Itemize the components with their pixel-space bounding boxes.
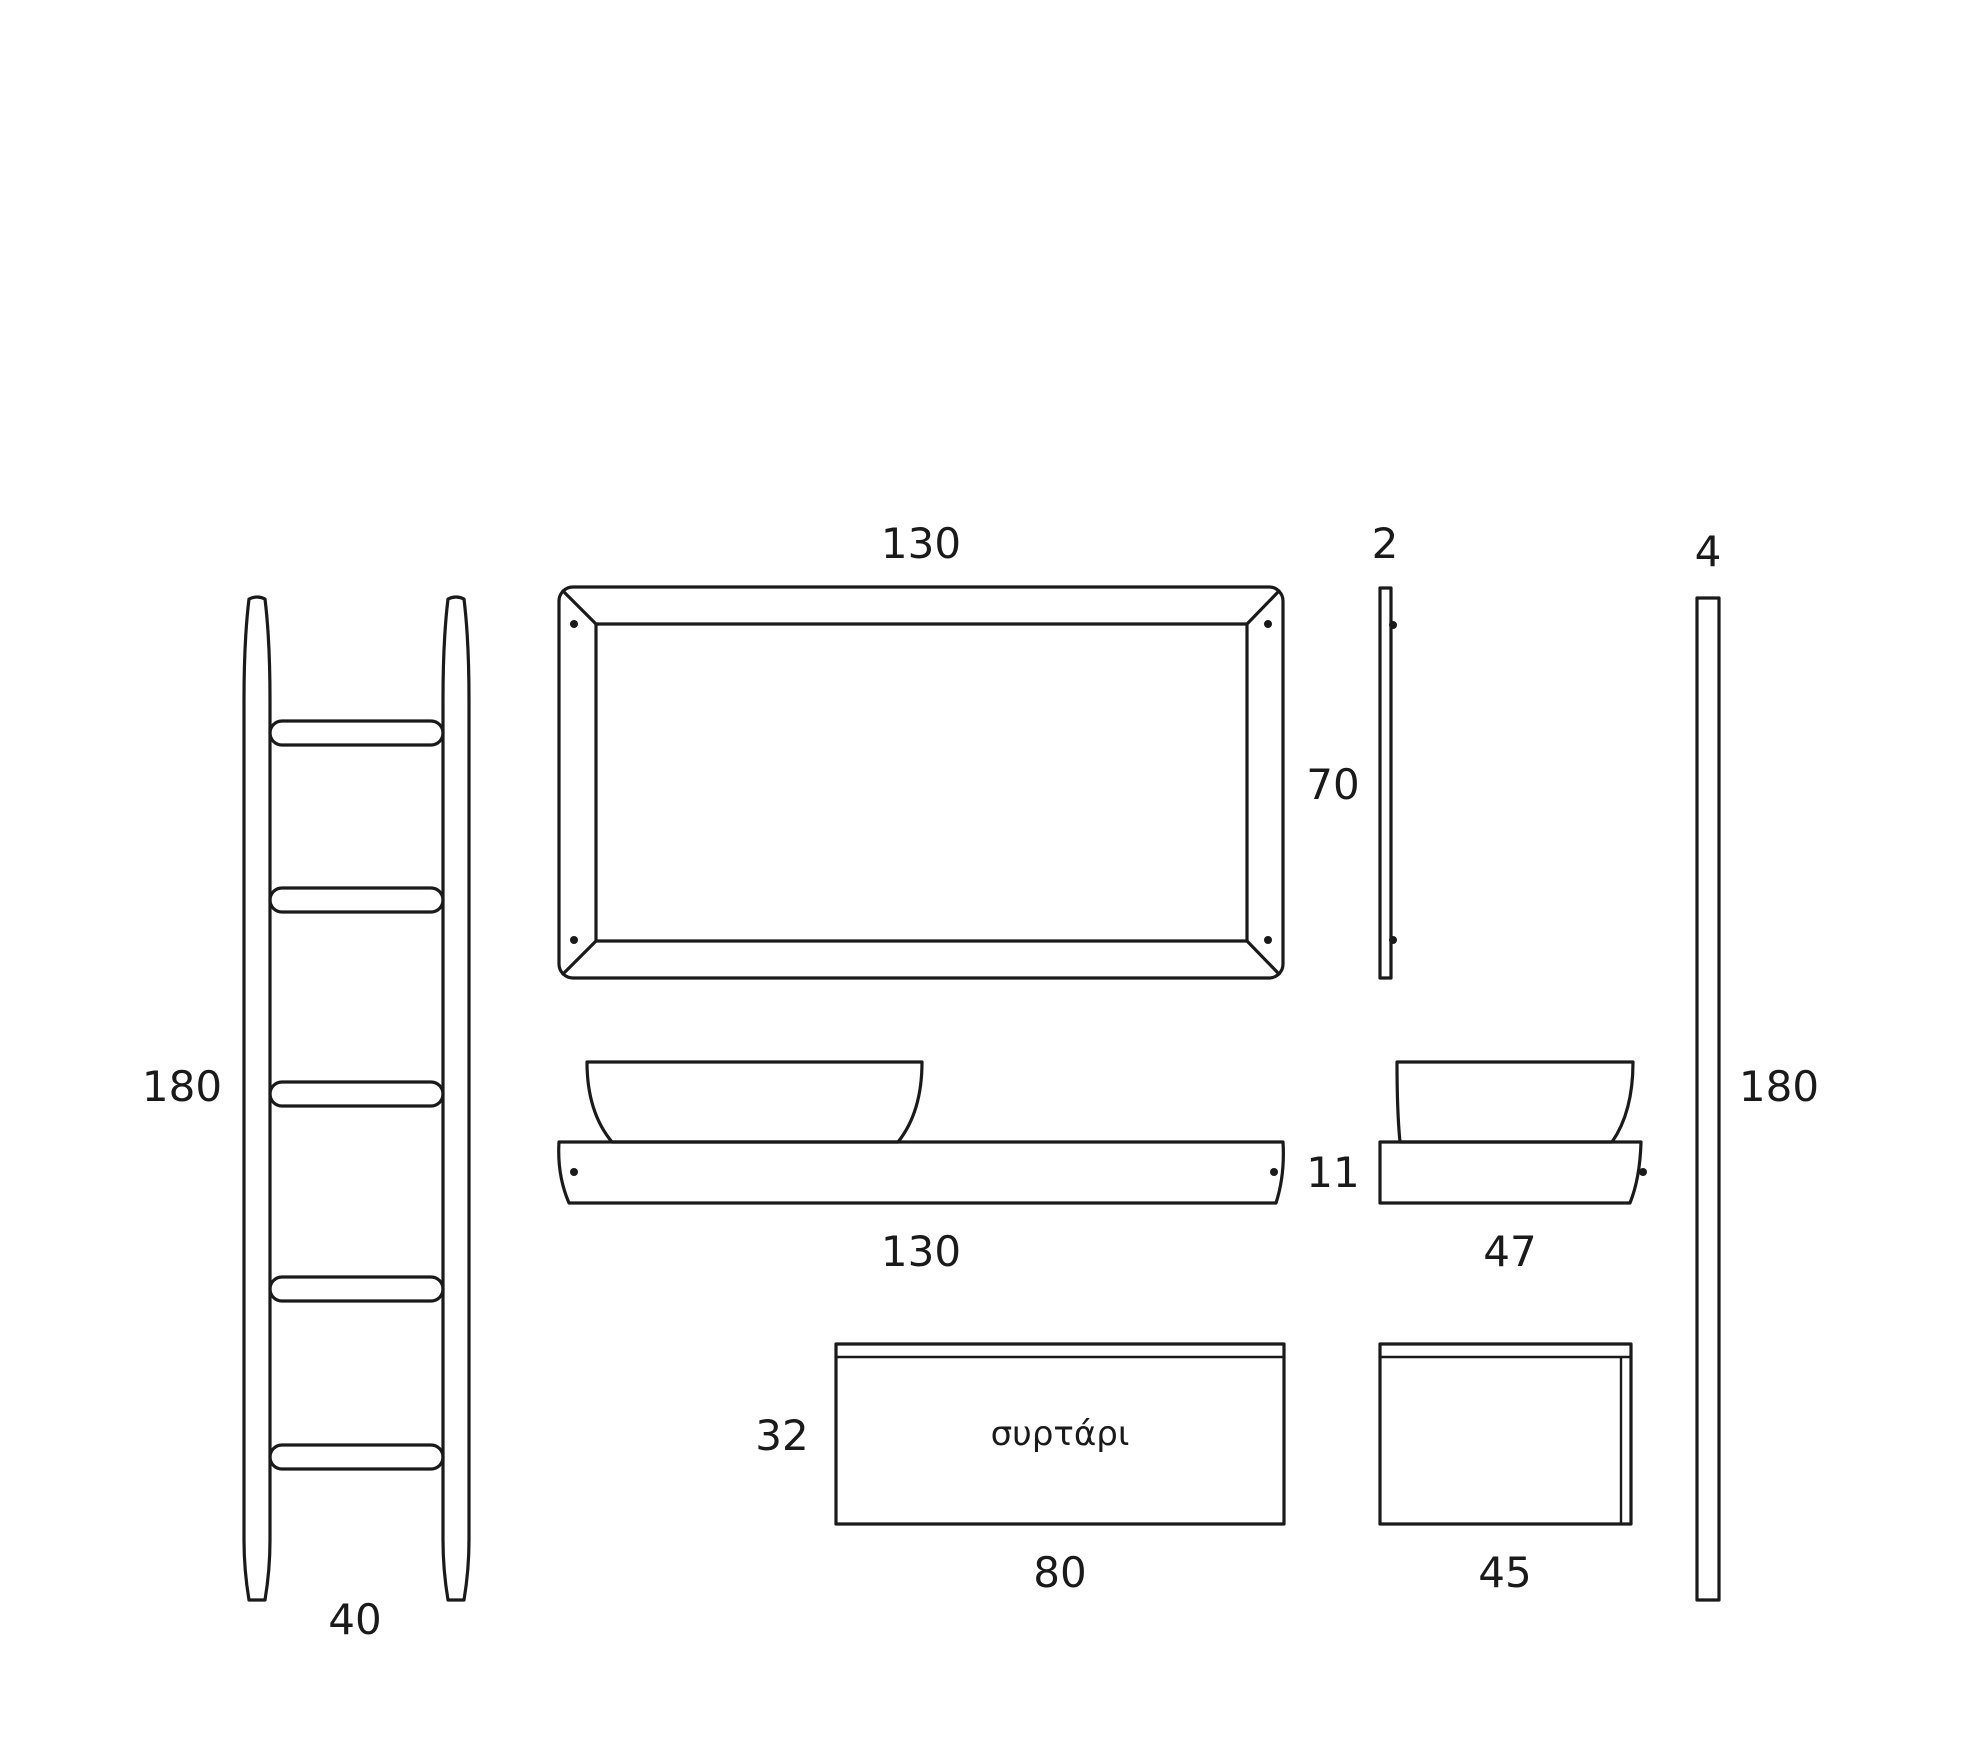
mirror-bevel-br [1245, 939, 1281, 976]
basin-shelf-width-label: 130 [881, 1227, 961, 1276]
tall-panel: 4 180 [1695, 527, 1819, 1602]
drawer-side-depth-label: 45 [1478, 1548, 1531, 1597]
mirror-glass [594, 622, 1249, 943]
basin-shelf-screw-right [1270, 1168, 1278, 1176]
ladder-shelf-1 [268, 719, 445, 747]
mirror-screw-tl [570, 620, 578, 628]
mirror-outer-frame [557, 585, 1285, 980]
mirror-screw-bl [570, 936, 578, 944]
ladder-shelf-3 [268, 1080, 445, 1108]
basin-side-bowl [1395, 1060, 1635, 1144]
ladder-shelf-5 [268, 1443, 445, 1471]
mirror-front: 130 70 [557, 519, 1360, 980]
mirror-screw-tr [1264, 620, 1272, 628]
mirror-height-label: 70 [1306, 760, 1359, 809]
drawer-unit-body [834, 1342, 1286, 1526]
mirror-bevel-tr [1245, 589, 1281, 626]
mirror-bevel-tl [561, 589, 598, 626]
mirror-bevel-bl [561, 939, 598, 976]
drawer-unit-width-label: 80 [1033, 1548, 1086, 1597]
mirror-side-bracket-bottom [1389, 936, 1397, 944]
mirror-width-label: 130 [881, 519, 961, 568]
ladder-shelf: 180 40 [142, 595, 471, 1644]
basin-side-bracket [1639, 1168, 1647, 1176]
drawer-unit-side: 45 [1378, 1342, 1633, 1597]
mirror-side-depth-label: 2 [1372, 519, 1399, 568]
basin-shelf-side-depth-label: 47 [1483, 1227, 1536, 1276]
mirror-side: 2 [1372, 519, 1399, 980]
drawer-side-body [1378, 1342, 1633, 1526]
basin-shelf-front: 130 11 [557, 1060, 1360, 1276]
basin-bowl [585, 1060, 924, 1144]
ladder-right-rail [441, 595, 471, 1602]
basin-shelf-side: 47 [1378, 1060, 1647, 1276]
ladder-width-label: 40 [328, 1595, 381, 1644]
mirror-side-profile [1378, 586, 1393, 980]
tall-panel-height-label: 180 [1739, 1062, 1819, 1111]
drawer-unit-front: συρτάρι 32 80 [755, 1342, 1286, 1597]
ladder-left-rail [242, 595, 272, 1602]
basin-shelf-height-label: 11 [1306, 1148, 1359, 1197]
basin-side-shelf-board [1378, 1140, 1643, 1205]
drawer-front-label: συρτάρι [991, 1414, 1130, 1454]
basin-shelf-board [557, 1140, 1285, 1205]
ladder-shelf-2 [268, 886, 445, 914]
mirror-screw-br [1264, 936, 1272, 944]
drawer-unit-height-label: 32 [755, 1411, 808, 1460]
basin-shelf-screw-left [570, 1168, 578, 1176]
ladder-height-label: 180 [142, 1062, 222, 1111]
ladder-shelf-4 [268, 1275, 445, 1303]
tall-panel-profile [1695, 596, 1721, 1602]
mirror-side-bracket-top [1389, 621, 1397, 629]
tall-panel-depth-label: 4 [1695, 527, 1722, 576]
